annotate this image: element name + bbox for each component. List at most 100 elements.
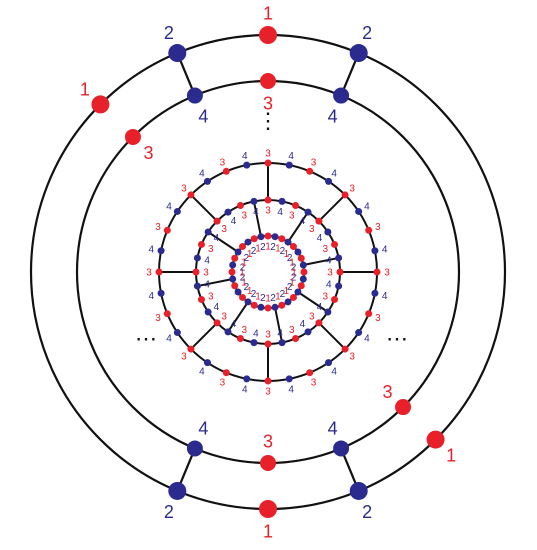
inner-node-blue: [294, 288, 302, 296]
inner-node-blue: [271, 303, 279, 311]
inner-node-label: 3: [181, 183, 187, 194]
inner-node-label: 4: [253, 328, 259, 339]
inner-node-red: [222, 167, 230, 175]
inner-node-label: 4: [326, 256, 332, 267]
inner-node-label: 1: [289, 258, 295, 269]
inner-node-blue: [299, 275, 307, 283]
ellipsis-marker: ⋯: [386, 326, 408, 351]
inner-node-label: 3: [311, 158, 317, 169]
inner-node-label: 2: [287, 282, 293, 293]
inner-spoke: [252, 201, 262, 237]
inner-node-label: 4: [204, 256, 210, 267]
inner-node-label: 4: [364, 201, 370, 212]
inner-node-label: 2: [251, 246, 257, 257]
inner-node-label: 4: [300, 319, 306, 330]
inner-node-label: 2: [291, 273, 297, 284]
inner-node-label: 3: [309, 311, 315, 322]
inner-node-label: 4: [317, 233, 323, 244]
inner-node-blue: [278, 197, 286, 205]
inner-node-label: 4: [242, 151, 248, 162]
inner-node-red: [315, 319, 323, 327]
inner-node-red: [336, 268, 344, 276]
inner-node-blue: [355, 329, 363, 337]
inner-node-label: 4: [242, 384, 248, 395]
inner-node-red: [231, 254, 239, 262]
inner-node-blue: [244, 238, 252, 246]
inner-node-label: 1: [247, 249, 253, 260]
outer-node-label: 3: [382, 382, 392, 402]
inner-node-red: [292, 335, 300, 343]
inner-node-label: 3: [241, 210, 247, 221]
inner-node-label: 2: [244, 282, 250, 293]
inner-node-red: [264, 304, 272, 312]
inner-node-blue: [243, 161, 251, 169]
inner-node-blue: [271, 233, 279, 241]
inner-node-red: [306, 369, 314, 377]
outer-node-label: 3: [263, 431, 273, 451]
inner-node-label: 1: [255, 292, 261, 303]
outer-node-red: [91, 95, 110, 114]
inner-node-blue: [203, 359, 211, 367]
inner-node-blue: [324, 308, 332, 316]
outer-node-blue: [349, 481, 368, 500]
inner-node-blue: [234, 248, 242, 256]
inner-node-label: 3: [327, 268, 333, 279]
outer-node-label: 2: [362, 502, 372, 522]
inner-node-blue: [325, 359, 333, 367]
inner-node-red: [192, 268, 200, 276]
inner-spoke: [318, 194, 346, 222]
inner-node-blue: [157, 247, 165, 255]
inner-node-label: 3: [289, 325, 295, 336]
outer-node-label: 4: [198, 106, 208, 126]
inner-node-red: [289, 293, 297, 301]
outer-node-label: 1: [263, 521, 273, 541]
inner-node-label: 3: [309, 224, 315, 235]
outer-node-red: [259, 500, 277, 518]
inner-node-label: 4: [149, 291, 155, 302]
inner-spoke: [318, 322, 346, 350]
inner-node-label: 3: [375, 313, 381, 324]
inner-node-label: 3: [289, 210, 295, 221]
inner-node-label: 4: [300, 216, 306, 227]
outer-node-red: [124, 128, 141, 145]
inner-node-red: [213, 217, 221, 225]
inner-node-label: 1: [255, 244, 261, 255]
inner-node-blue: [204, 228, 212, 236]
inner-node-label: 4: [317, 302, 323, 313]
inner-node-red: [163, 310, 171, 318]
inner-node-label: 1: [289, 278, 295, 289]
inner-node-label: 4: [382, 291, 388, 302]
outer-node-blue: [186, 87, 203, 104]
inner-node-label: 3: [311, 378, 317, 389]
inner-node-red: [213, 319, 221, 327]
inner-node-blue: [193, 282, 201, 290]
inner-node-label: 1: [291, 268, 297, 279]
inner-node-label: 4: [277, 207, 283, 218]
inner-node-label: 3: [265, 149, 271, 160]
inner-node-blue: [203, 177, 211, 185]
inner-node-red: [373, 268, 381, 276]
inner-node-red: [197, 240, 205, 248]
outer-node-label: 2: [164, 502, 174, 522]
outer-node-blue: [168, 481, 187, 500]
inner-node-label: 4: [214, 302, 220, 313]
inner-node-red: [239, 243, 247, 251]
inner-node-red: [187, 191, 195, 199]
inner-node-label: 2: [291, 263, 297, 274]
inner-node-red: [264, 377, 272, 385]
inner-node-label: 3: [241, 325, 247, 336]
inner-node-label: 2: [280, 289, 286, 300]
outer-node-label: 2: [164, 23, 174, 43]
inner-node-label: 4: [166, 201, 172, 212]
inner-spoke: [297, 291, 329, 313]
inner-node-label: 2: [240, 263, 246, 274]
inner-node-label: 2: [240, 273, 246, 284]
inner-node-red: [264, 232, 272, 240]
inner-node-label: 2: [280, 246, 286, 257]
outer-node-label: 3: [263, 93, 273, 113]
inner-node-label: 3: [322, 291, 328, 302]
inner-node-label: 4: [277, 328, 283, 339]
outer-node-label: 1: [446, 446, 456, 466]
inner-node-blue: [157, 289, 165, 297]
inner-node-blue: [257, 303, 265, 311]
